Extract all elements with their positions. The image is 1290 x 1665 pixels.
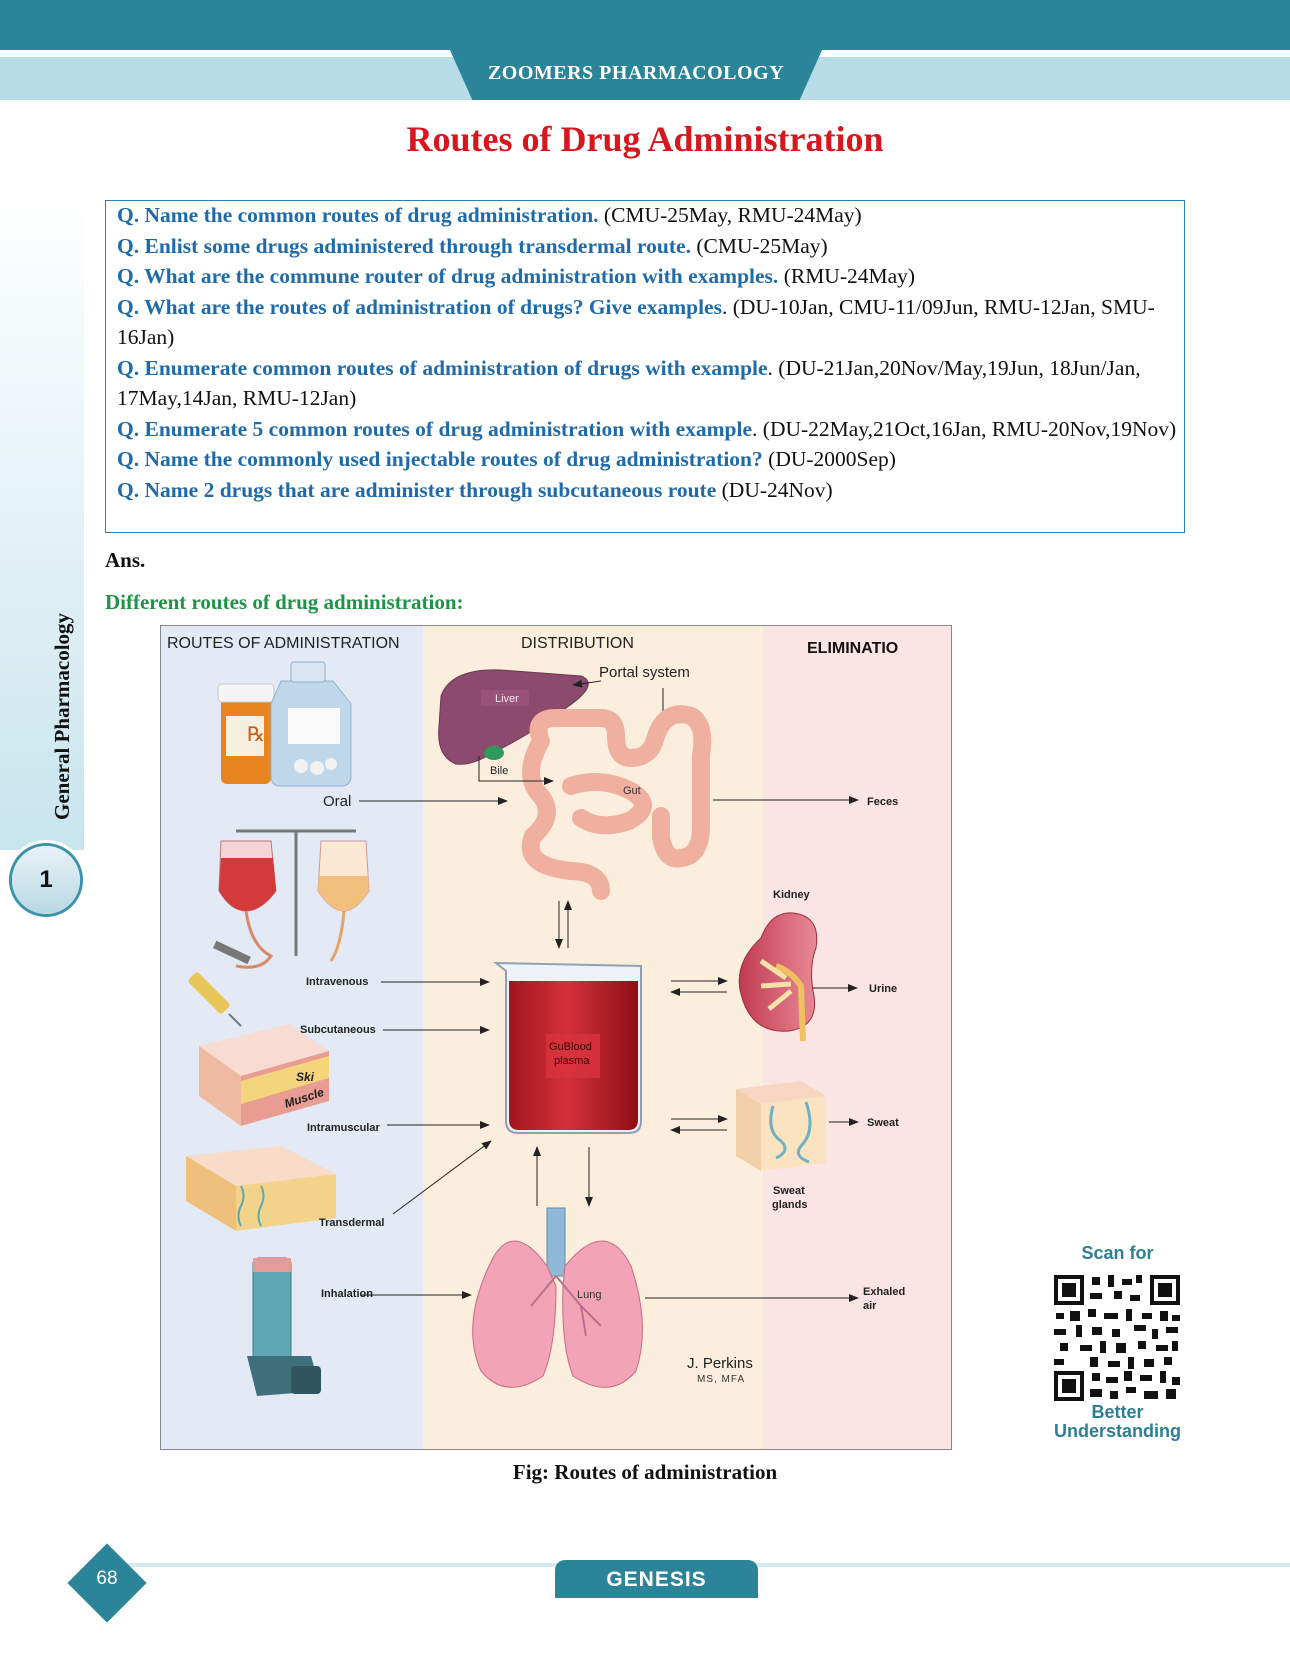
lung-illustration: [472, 1207, 643, 1388]
inhalation-label: Inhalation: [321, 1288, 373, 1300]
feces-label: Feces: [867, 796, 898, 808]
question-item: Q. What are the commune router of drug a…: [117, 261, 1177, 292]
lung-label: Lung: [577, 1289, 601, 1301]
header-tab: [450, 50, 822, 100]
question-item: Q. What are the routes of administration…: [117, 292, 1177, 353]
question-ref: (RMU-24May): [778, 264, 916, 288]
transdermal-patch-illustration: [186, 1146, 336, 1231]
qr-caption-bottom: Better Understanding: [1040, 1403, 1195, 1441]
question-box: [105, 200, 1185, 533]
question-ref: . (DU-22May,21Oct,16Jan, RMU-20Nov,19Nov…: [752, 416, 1177, 441]
routes-figure: ROUTES OF ADMINISTRATION DISTRIBUTION EL…: [160, 625, 952, 1450]
chapter-badge: 1: [12, 846, 80, 914]
exhaled-air-label: Exhaled: [863, 1286, 905, 1298]
portal-system-label: Portal system: [599, 664, 690, 681]
question-text: Q. Name the common routes of drug admini…: [117, 203, 599, 227]
qr-caption-line: Better: [1091, 1402, 1144, 1422]
question-item: Q. Name 2 drugs that are administer thro…: [117, 475, 1177, 506]
elimination-header: ELIMINATIO: [807, 640, 898, 657]
routes-header: ROUTES OF ADMINISTRATION: [167, 635, 400, 652]
question-text: Q. Enlist some drugs administered throug…: [117, 233, 691, 258]
question-text: Q. Enumerate 5 common routes of drug adm…: [117, 416, 753, 441]
pill-bottle-illustration: ℞: [217, 661, 352, 787]
subcutaneous-illustration: [188, 972, 329, 1126]
question-text: Q. What are the routes of administration…: [117, 294, 722, 319]
side-strip: [0, 190, 84, 850]
routes-diagram: ROUTES OF ADMINISTRATION DISTRIBUTION EL…: [161, 626, 951, 1449]
blood-plasma-label: GuBlood: [549, 1041, 592, 1053]
iv-bag-illustration: [212, 829, 370, 969]
question-item: Q. Enumerate 5 common routes of drug adm…: [117, 414, 1177, 445]
question-ref: (DU-24Nov): [716, 477, 833, 502]
intramuscular-label: Intramuscular: [307, 1122, 380, 1134]
question-item: Q. Name the common routes of drug admini…: [117, 200, 1177, 231]
footer-brand: GENESIS: [555, 1560, 758, 1598]
transdermal-label: Transdermal: [319, 1217, 384, 1229]
question-item: Q. Name the commonly used injectable rou…: [117, 444, 1177, 475]
qr-caption-line: Understanding: [1053, 1421, 1181, 1441]
sweat-glands-label: Sweat: [773, 1185, 805, 1197]
question-ref: (DU-2000Sep): [762, 447, 896, 471]
question-ref: . (DU-10Jan, CMU-11/09Jun, RMU-12Jan, SM…: [117, 294, 1155, 350]
qr-code-icon[interactable]: [1052, 1273, 1182, 1403]
qr-caption-top: Scan for: [1081, 1243, 1154, 1263]
urine-label: Urine: [869, 983, 897, 995]
sweat-gland-illustration: [736, 1081, 826, 1171]
bile-label: Bile: [490, 765, 508, 777]
sweat-label: Sweat: [867, 1117, 899, 1129]
question-ref: (CMU-25May, RMU-24May): [598, 203, 862, 227]
exhaled-air-label-2: air: [863, 1300, 877, 1312]
question-text: Q. What are the commune router of drug a…: [117, 264, 779, 288]
elimination-column: [763, 626, 951, 1449]
inhaler-illustration: [247, 1257, 321, 1396]
intravenous-label: Intravenous: [306, 976, 368, 988]
question-item: Q. Enumerate common routes of administra…: [117, 353, 1177, 414]
artist-credit: J. Perkins: [687, 1355, 753, 1372]
subheading: Different routes of drug administration:: [105, 590, 464, 614]
page-number: 68: [96, 1568, 118, 1589]
header-bar: [0, 0, 1290, 50]
subcutaneous-label: Subcutaneous: [300, 1024, 376, 1036]
skin-label: Ski: [296, 1070, 315, 1084]
question-ref: . (DU-21Jan,20Nov/May,19Jun, 18Jun/Jan, …: [117, 355, 1141, 411]
blood-plasma-beaker: [493, 961, 642, 1134]
kidney-illustration: [738, 912, 818, 1042]
question-text: Q. Enumerate common routes of administra…: [117, 355, 768, 380]
liver-label: Liver: [495, 693, 519, 705]
question-item: Q. Enlist some drugs administered throug…: [117, 231, 1177, 262]
rx-symbol: ℞: [247, 724, 265, 746]
kidney-label: Kidney: [773, 889, 811, 901]
blood-plasma-label-2: plasma: [554, 1055, 590, 1067]
book-title: ZOOMERS PHARMACOLOGY: [487, 62, 785, 84]
question-list: Q. Name the common routes of drug admini…: [117, 200, 1177, 505]
page-title: Routes of Drug Administration: [406, 119, 884, 159]
liver-illustration: [438, 669, 589, 765]
gut-label: Gut: [623, 785, 641, 797]
section-label: General Pharmacology: [50, 612, 74, 820]
sweat-glands-label-2: glands: [772, 1199, 807, 1211]
distribution-header: DISTRIBUTION: [521, 635, 634, 652]
figure-caption: Fig: Routes of administration: [512, 1460, 778, 1484]
oral-label: Oral: [323, 793, 351, 810]
artist-credentials: MS, MFA: [697, 1374, 745, 1385]
question-text: Q. Name 2 drugs that are administer thro…: [117, 477, 717, 502]
question-text: Q. Name the commonly used injectable rou…: [117, 447, 763, 471]
answer-label: Ans.: [105, 548, 146, 572]
question-ref: (CMU-25May): [690, 233, 828, 258]
